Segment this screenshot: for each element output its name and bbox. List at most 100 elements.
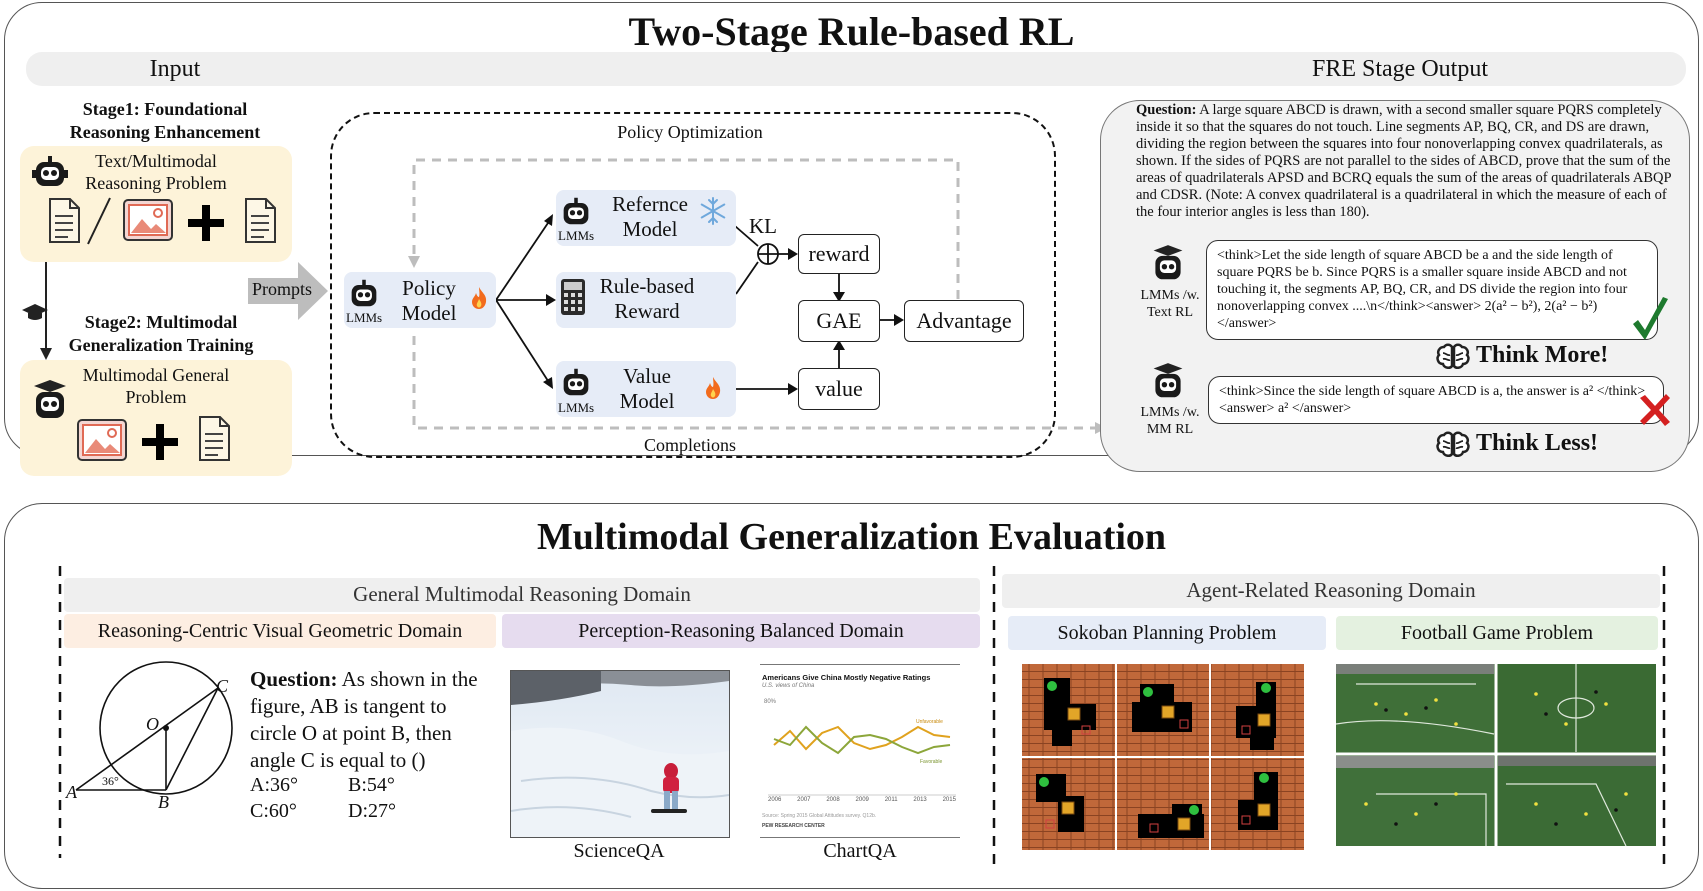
robot-icon xyxy=(32,156,68,186)
cross-icon xyxy=(1640,394,1670,426)
chartqa-year: 2013 xyxy=(913,797,927,803)
stage1-problem-label: Text/Multimodal Reasoning Problem xyxy=(85,151,227,193)
document-icon xyxy=(49,198,80,243)
policy-optimization-label: Policy Optimization xyxy=(617,122,763,142)
mm-rl-label: LMMs /w. MM RL xyxy=(1140,405,1200,437)
option-c: C:60° xyxy=(250,800,297,822)
top-title: Two-Stage Rule-based RL xyxy=(628,9,1075,54)
chartqa-lines: Unfavorable Favorable xyxy=(768,719,956,796)
chartqa-image: Americans Give China Mostly Negative Rat… xyxy=(760,664,960,838)
bottom-title: Multimodal Generalization Evaluation xyxy=(536,516,1167,558)
text-rl-answer: <think>Let the side length of square ABC… xyxy=(1206,240,1658,340)
general-domain-label: General Multimodal Reasoning Domain xyxy=(353,582,691,606)
chartqa-x-axis: 2006 2007 2008 2009 2011 2013 2015 xyxy=(768,797,956,803)
option-d: D:27° xyxy=(348,800,396,822)
point-b-label: B xyxy=(158,792,169,812)
snowboarder-illustration xyxy=(511,671,729,837)
plus-icon xyxy=(142,424,178,460)
football-grid xyxy=(1336,664,1656,846)
graduation-cap-icon xyxy=(22,304,48,320)
football-frames xyxy=(1336,664,1656,846)
point-o-label: O xyxy=(146,714,159,734)
stage1-title: Stage1: Foundational Reasoning Enhanceme… xyxy=(69,99,261,142)
chartqa-year: 2008 xyxy=(826,797,840,803)
output-question: Question: A large square ABCD is drawn, … xyxy=(1136,102,1672,221)
robot-icon xyxy=(563,368,589,396)
policy-optimization-box xyxy=(330,112,1056,458)
point-a-label: A xyxy=(66,782,77,802)
kl-label: KL xyxy=(749,214,777,238)
value-node[interactable]: value xyxy=(798,368,880,410)
chartqa-year: 2007 xyxy=(797,797,811,803)
text-rl-label: LMMs /w. Text RL xyxy=(1140,288,1200,320)
scienceqa-image xyxy=(510,670,730,838)
sokoban-label: Sokoban Planning Problem xyxy=(1008,616,1326,650)
point-c-label: C xyxy=(216,676,229,696)
geometry-figure xyxy=(75,661,233,795)
chartqa-subtitle: U.S. views of China xyxy=(762,683,815,689)
snowflake-icon xyxy=(700,197,726,225)
document-icon xyxy=(245,198,276,243)
general-domain-band xyxy=(64,578,980,612)
robot-icon xyxy=(563,197,589,225)
advantage-node[interactable]: Advantage xyxy=(904,300,1024,342)
scienceqa-label: ScienceQA xyxy=(573,840,665,862)
option-b: B:54° xyxy=(348,774,395,796)
agent-domain-label: Agent-Related Reasoning Domain xyxy=(1186,578,1476,602)
fire-icon xyxy=(472,287,487,309)
output-question-label: Question: xyxy=(1136,102,1197,118)
agent-domain-band xyxy=(1002,574,1660,608)
geo-question-label: Question: xyxy=(250,667,338,691)
fire-icon xyxy=(706,377,721,399)
input-band xyxy=(26,52,1686,86)
chartqa-source: Source: Spring 2015 Global Attitudes sur… xyxy=(762,813,877,819)
chartqa-center: PEW RESEARCH CENTER xyxy=(762,823,825,829)
check-icon xyxy=(1633,297,1668,340)
value-model-label: Value Model xyxy=(619,364,675,413)
robot-grad-icon xyxy=(1153,363,1183,398)
completions-label: Completions xyxy=(643,435,736,455)
image-icon xyxy=(123,199,173,241)
lmms-label: LMMs xyxy=(558,400,595,415)
stage2-title: Stage2: Multimodal Generalization Traini… xyxy=(68,312,254,355)
chartqa-label: ChartQA xyxy=(823,840,897,862)
image-icon xyxy=(77,419,127,461)
brain-icon xyxy=(1436,431,1470,457)
football-label: Football Game Problem xyxy=(1336,616,1658,650)
robot-icon xyxy=(351,279,377,307)
chartqa-year: 2006 xyxy=(768,797,782,803)
lmms-label: LMMs xyxy=(346,310,383,325)
plus-icon xyxy=(188,205,224,241)
sokoban-grid xyxy=(1022,664,1304,850)
stage-arrow xyxy=(40,262,52,360)
gae-label: GAE xyxy=(816,308,862,333)
angle-label: 36° xyxy=(102,774,119,788)
prompts-label: Prompts xyxy=(252,279,313,299)
robot-grad-icon xyxy=(1153,245,1183,280)
geo-question-text: As shown in the figure, AB is tangent to… xyxy=(250,667,478,772)
reward-node[interactable]: reward xyxy=(798,234,880,274)
value-label: value xyxy=(815,376,863,401)
rule-reward-box[interactable] xyxy=(556,272,736,328)
chartqa-unfav: Unfavorable xyxy=(916,719,943,725)
input-label: Input xyxy=(149,56,201,82)
rule-reward-label: Rule-based Reward xyxy=(599,274,695,323)
chartqa-title: Americans Give China Mostly Negative Rat… xyxy=(762,673,931,682)
option-a: A:36° xyxy=(250,774,298,796)
chartqa-yaxis: 80% xyxy=(764,699,777,705)
think-less-label: Think Less! xyxy=(1476,430,1599,456)
lmms-label: LMMs xyxy=(558,228,595,243)
advantage-label: Advantage xyxy=(916,308,1012,333)
gae-node[interactable]: GAE xyxy=(798,300,880,342)
sokoban-boards xyxy=(1022,664,1304,850)
slash-divider xyxy=(87,197,111,245)
chartqa-fav: Favorable xyxy=(920,759,942,765)
calculator-icon xyxy=(561,279,585,315)
chartqa-year: 2015 xyxy=(942,797,956,803)
stage2-problem-label: Multimodal General Problem xyxy=(82,365,230,407)
chartqa-year: 2011 xyxy=(884,797,898,803)
reference-model-label: Refernce Model xyxy=(612,192,688,241)
brain-icon xyxy=(1436,343,1470,369)
